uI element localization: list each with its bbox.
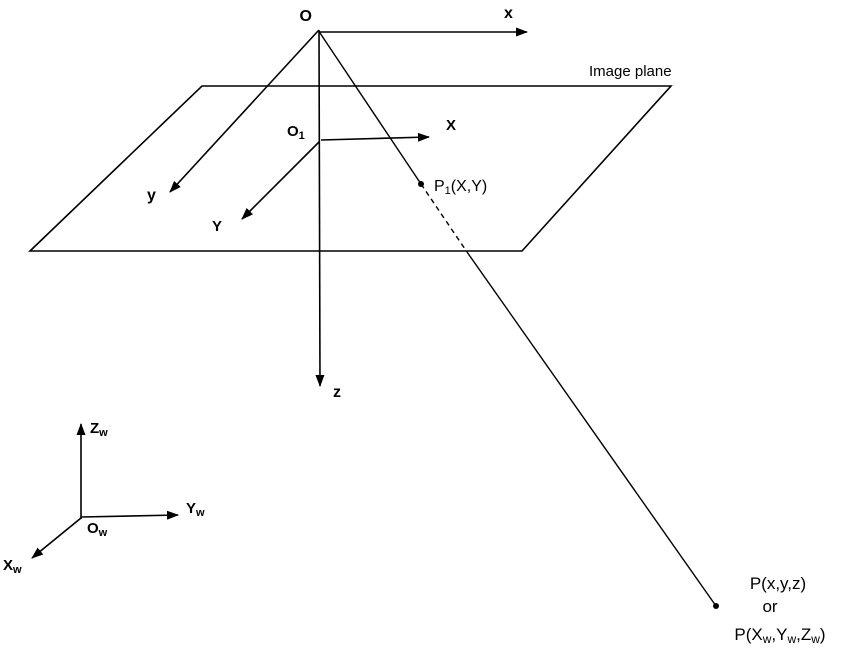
world-origin-label: Ow — [87, 520, 108, 539]
world-point-label-line2: or — [762, 597, 777, 616]
world-point-dot — [713, 603, 719, 609]
wp3-part5: w — [810, 632, 820, 646]
world-point-label-line3: P(Xw,Yw,Zw) — [734, 625, 825, 646]
world-x-axis-label: Xw — [3, 557, 22, 576]
camera-z-axis-label: z — [333, 384, 341, 401]
wp3-part2: ,Y — [771, 625, 787, 644]
plane-origin-main: O — [287, 123, 299, 140]
world-z-axis-label: Zw — [90, 420, 108, 439]
world-y-sub: w — [195, 507, 205, 519]
image-plane-title: Image plane — [589, 63, 672, 80]
image-plane-outline — [28, 85, 673, 252]
plane-x-axis-arrow — [320, 132, 430, 142]
plane-y-axis-label: Y — [212, 218, 222, 235]
world-y-axis-arrow — [80, 510, 179, 520]
world-x-sub: w — [12, 564, 22, 576]
world-x-axis-arrow — [31, 517, 82, 559]
camera-y-axis-label: y — [147, 187, 156, 204]
world-origin-main: O — [87, 520, 99, 537]
wp3-part0: P(X — [734, 625, 762, 644]
projected-point-dot — [418, 181, 424, 187]
projection-ray-lower — [466, 251, 717, 607]
projection-ray-dashed — [420, 183, 468, 253]
world-z-sub: w — [98, 427, 108, 439]
world-y-axis-label: Yw — [186, 500, 205, 519]
world-point-label-line1: P(x,y,z) — [750, 574, 806, 593]
projected-point-sub: 1 — [445, 185, 451, 197]
projected-point-main: P — [434, 178, 445, 195]
camera-x-axis-label: x — [504, 5, 513, 22]
wp3-part6: ) — [820, 625, 826, 644]
camera-y-axis-arrow — [169, 30, 319, 193]
plane-y-axis-arrow — [241, 141, 320, 220]
camera-origin-label: O — [300, 8, 312, 25]
plane-origin-label: O1 — [287, 123, 305, 142]
projected-point-label: P1(X,Y) — [434, 178, 487, 197]
world-x-main: X — [3, 557, 13, 574]
projected-point-coords: (X,Y) — [451, 178, 487, 195]
plane-x-axis-label: X — [446, 117, 456, 134]
projection-ray-upper — [317, 29, 422, 185]
world-origin-sub: w — [98, 527, 108, 539]
world-y-main: Y — [186, 500, 196, 517]
wp3-part3: w — [786, 632, 796, 646]
world-z-main: Z — [90, 420, 99, 437]
plane-origin-sub: 1 — [299, 130, 305, 142]
wp3-part4: ,Z — [796, 625, 811, 644]
wp3-part1: w — [762, 632, 772, 646]
camera-z-axis-arrow — [315, 29, 325, 387]
